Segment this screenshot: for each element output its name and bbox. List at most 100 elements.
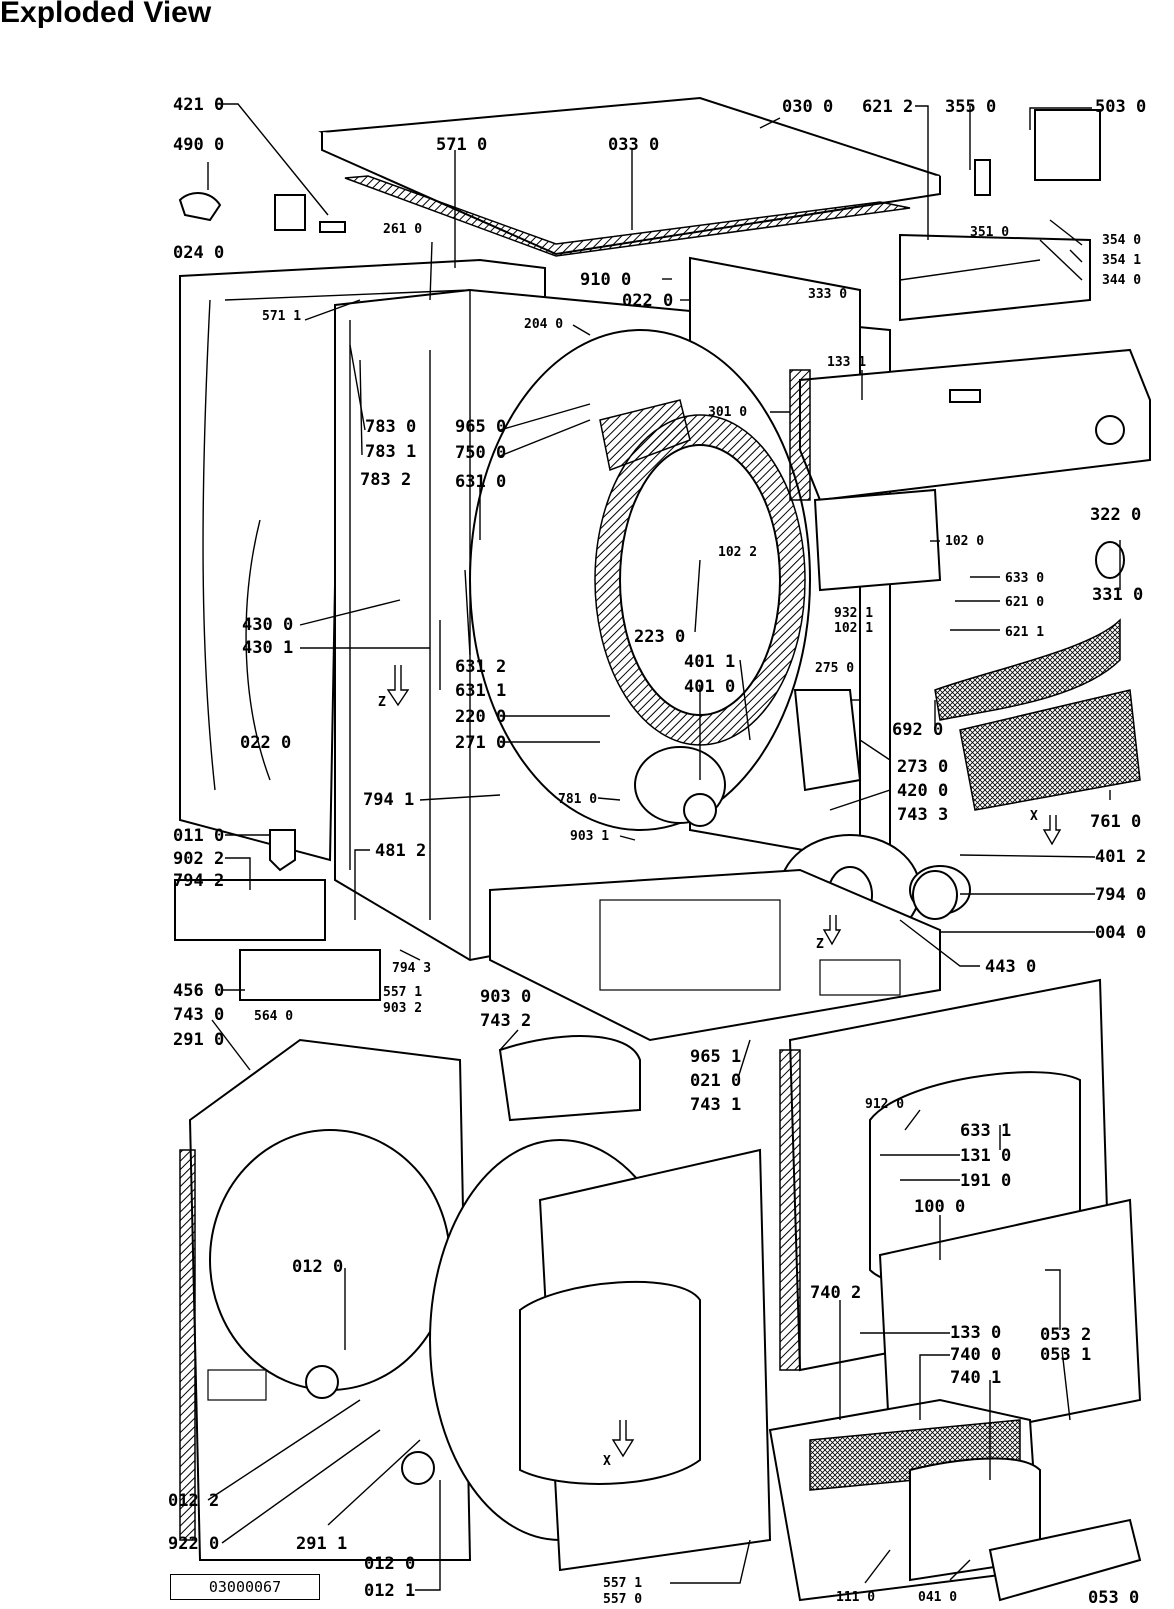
- part-label: 621 2: [862, 97, 913, 117]
- part-label: 355 0: [945, 97, 996, 117]
- part-label: 133 0: [950, 1323, 1001, 1343]
- plinth: [878, 1198, 1142, 1452]
- part-label: 102 2: [718, 545, 757, 560]
- part-label: 740 2: [810, 1283, 861, 1303]
- part-label: 053 1: [1040, 1345, 1091, 1365]
- part-label: 333 0: [808, 287, 847, 302]
- part-label: 430 0: [242, 615, 293, 635]
- part-label: 783 0: [365, 417, 416, 437]
- part-label: 004 0: [1095, 923, 1146, 943]
- part-label: 012 1: [364, 1581, 415, 1601]
- part-label: 273 0: [897, 757, 948, 777]
- part-label: 743 3: [897, 805, 948, 825]
- part-label: 557 1: [383, 985, 422, 1000]
- part-label: 965 0: [455, 417, 506, 437]
- part-label: 301 0: [708, 405, 747, 420]
- part-label: 903 0: [480, 987, 531, 1007]
- part-label: 903 2: [383, 1001, 422, 1016]
- part-label: 011 0: [173, 826, 224, 846]
- part-label: 275 0: [815, 661, 854, 676]
- control-module: [813, 488, 942, 592]
- part-label: 223 0: [634, 627, 685, 647]
- part-label: 041 0: [918, 1590, 957, 1605]
- part-label: 902 2: [173, 849, 224, 869]
- door-frame: [429, 1139, 772, 1572]
- part-label: 692 0: [892, 720, 943, 740]
- leader-lines: [207, 103, 1121, 1591]
- water-container: [768, 1398, 1042, 1602]
- part-label: 022 0: [622, 291, 673, 311]
- part-label: 456 0: [173, 981, 224, 1001]
- part-label: 443 0: [985, 957, 1036, 977]
- part-label: 261 0: [383, 222, 422, 237]
- part-label: 291 1: [296, 1534, 347, 1554]
- part-label: 131 0: [960, 1146, 1011, 1166]
- part-label: 021 0: [690, 1071, 741, 1091]
- drum: [469, 329, 811, 831]
- part-label: 111 0: [836, 1590, 875, 1605]
- direction-markers: Z Z X X: [378, 665, 1062, 1469]
- part-label: 922 0: [168, 1534, 219, 1554]
- part-label: 012 0: [364, 1554, 415, 1574]
- part-label: 633 1: [960, 1121, 1011, 1141]
- part-label: 564 0: [254, 1009, 293, 1024]
- part-label: 740 0: [950, 1345, 1001, 1365]
- part-label: 631 2: [455, 657, 506, 677]
- part-label: 354 0: [1102, 233, 1141, 248]
- part-label: 743 0: [173, 1005, 224, 1025]
- top-cover: [318, 96, 941, 257]
- part-label: 291 0: [173, 1030, 224, 1050]
- part-label: 033 0: [608, 135, 659, 155]
- part-label: 271 0: [455, 733, 506, 753]
- part-label: 571 0: [436, 135, 487, 155]
- part-label: 100 0: [914, 1197, 965, 1217]
- part-label: 781 0: [558, 792, 597, 807]
- part-label: 633 0: [1005, 571, 1044, 586]
- part-label: 481 2: [375, 841, 426, 861]
- part-label: 621 0: [1005, 595, 1044, 610]
- part-label: 571 1: [262, 309, 301, 324]
- part-label: 743 1: [690, 1095, 741, 1115]
- part-label: 022 0: [240, 733, 291, 753]
- drawing-number: 03000067: [170, 1574, 320, 1600]
- part-label: 331 0: [1092, 585, 1143, 605]
- part-label: 503 0: [1095, 97, 1146, 117]
- kickboard: [988, 1518, 1142, 1602]
- part-label: 783 2: [360, 470, 411, 490]
- direction-marker-z: Z: [378, 695, 386, 710]
- part-label: 743 2: [480, 1011, 531, 1031]
- part-label: 783 1: [365, 442, 416, 462]
- part-label: 024 0: [173, 243, 224, 263]
- part-label: 912 0: [865, 1097, 904, 1112]
- part-label: 351 0: [970, 225, 1009, 240]
- direction-marker-x: X: [1030, 809, 1038, 824]
- part-label: 354 1: [1102, 253, 1141, 268]
- control-panel: [789, 348, 1151, 502]
- filter-assembly: [934, 618, 1141, 811]
- part-label: 102 1: [834, 621, 873, 636]
- part-label: 965 1: [690, 1047, 741, 1067]
- part-label: 761 0: [1090, 812, 1141, 832]
- part-label: 344 0: [1102, 273, 1141, 288]
- part-label: 794 2: [173, 871, 224, 891]
- part-label: 401 2: [1095, 847, 1146, 867]
- part-label: 631 0: [455, 472, 506, 492]
- part-label: 794 3: [392, 961, 431, 976]
- part-label: 421 0: [173, 95, 224, 115]
- base-tray: [489, 868, 941, 1042]
- part-label: 621 1: [1005, 625, 1044, 640]
- part-label: 401 0: [684, 677, 735, 697]
- part-label: 750 0: [455, 443, 506, 463]
- part-label: 430 1: [242, 638, 293, 658]
- part-label: 420 0: [897, 781, 948, 801]
- part-label: 932 1: [834, 606, 873, 621]
- front-panel: [179, 1038, 472, 1561]
- part-label: 903 1: [570, 829, 609, 844]
- part-label: 053 2: [1040, 1325, 1091, 1345]
- part-label: 191 0: [960, 1171, 1011, 1191]
- part-label: 401 1: [684, 652, 735, 672]
- part-label: 794 1: [363, 790, 414, 810]
- direction-marker-z: Z: [816, 937, 824, 952]
- part-label: 322 0: [1090, 505, 1141, 525]
